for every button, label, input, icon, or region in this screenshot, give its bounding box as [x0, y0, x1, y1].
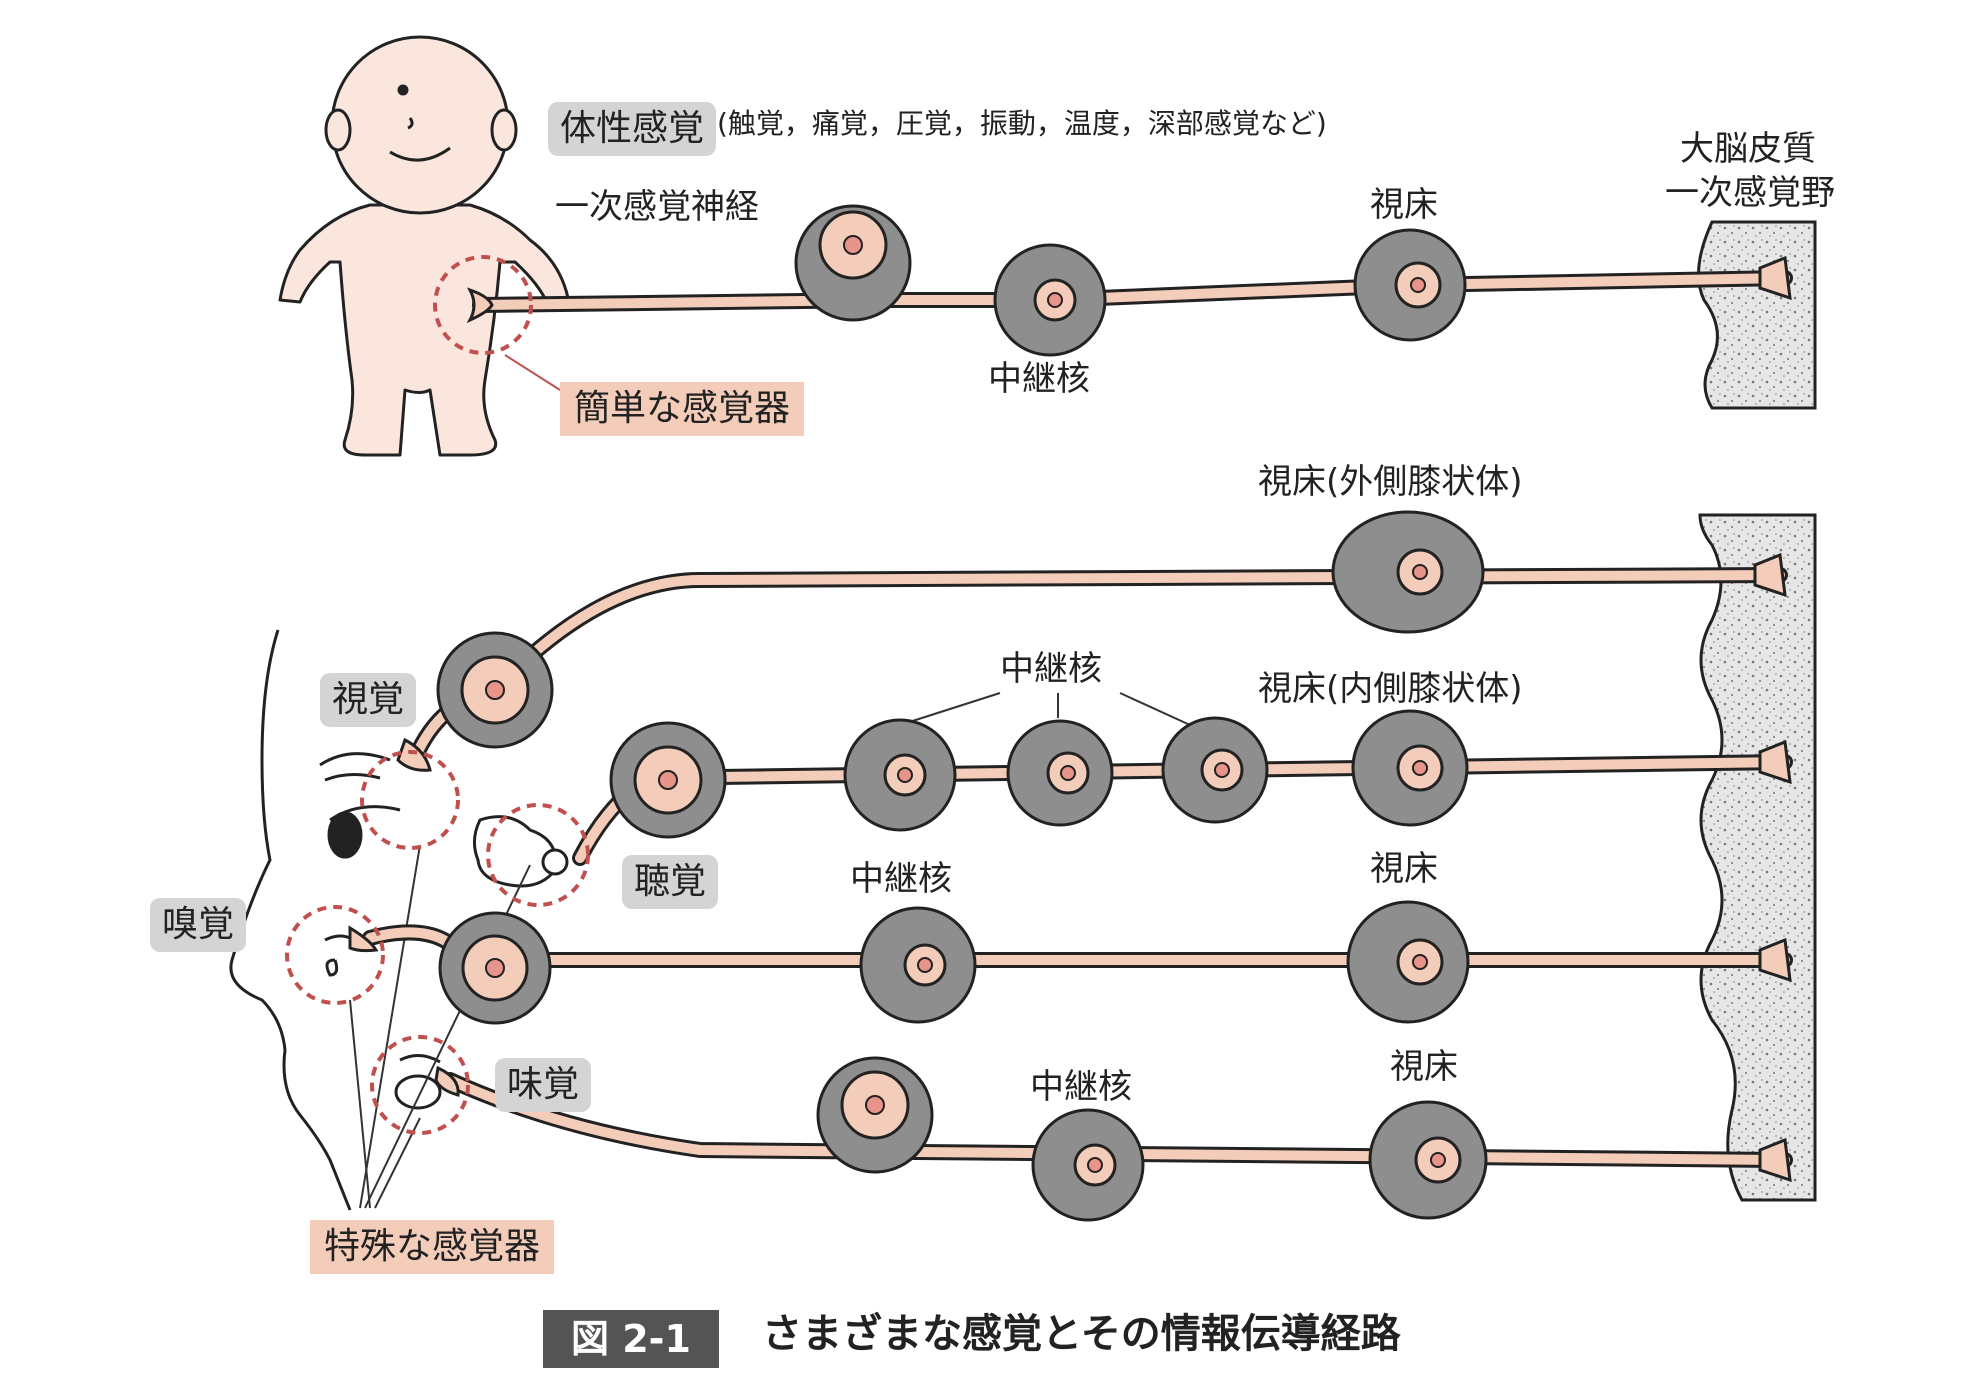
- vision-label-badge: 視覚: [320, 673, 417, 727]
- special-receptor-pointers: [349, 844, 531, 1209]
- taste-relay-nucleus: [1031, 1108, 1145, 1222]
- axon-terminals: [1753, 255, 1792, 1183]
- neuron-nuclei: [436, 204, 1488, 1222]
- simple-receptor-circle: [433, 255, 533, 355]
- ear-receptor-circle: [486, 803, 590, 907]
- somatic-relay-label: 中継核: [988, 359, 1090, 399]
- hearing-relay-nucleus-2: [1006, 719, 1114, 827]
- hearing-thalamus: [1351, 709, 1469, 827]
- somatic-subtitle: (触覚，痛覚，圧覚，振動，温度，深部感覚など): [717, 107, 1327, 140]
- cortex-label-line2: 一次感覚野: [1665, 173, 1835, 213]
- special-receptor-label: 特殊な感覚器: [310, 1220, 555, 1274]
- taste-thalamus: [1368, 1100, 1488, 1220]
- eye-receptor-circle: [360, 750, 460, 850]
- receptor-highlight-circles: [285, 255, 590, 1135]
- face-profile: [229, 629, 352, 1211]
- somatic-relay-nucleus: [993, 243, 1107, 357]
- vision-thalamus: [1331, 510, 1485, 634]
- smell-thalamus-label: 視床: [1370, 849, 1438, 889]
- simple-receptor-pointer: [504, 354, 561, 391]
- figure-number: 図 2-1: [543, 1310, 719, 1368]
- vision-thalamus-label: 視床(外側膝状体): [1258, 462, 1523, 502]
- cortex-strip-top: [1697, 220, 1817, 410]
- hearing-thalamus-label: 視床(内側膝状体): [1258, 669, 1523, 709]
- somatic-title-badge: 体性感覚: [548, 102, 717, 156]
- cortex-strip-bottom: [1698, 513, 1817, 1202]
- taste-thalamus-label: 視床: [1390, 1047, 1458, 1087]
- simple-receptor-label: 簡単な感覚器: [560, 382, 805, 436]
- somatic-thalamus: [1353, 228, 1467, 342]
- smell-primary-ganglion: [438, 911, 552, 1025]
- somatic-thalamus-label: 視床: [1370, 185, 1438, 225]
- hearing-label-badge: 聴覚: [622, 855, 719, 909]
- smell-label-badge: 嗅覚: [150, 898, 247, 952]
- relay-pointer-lines: [899, 692, 1191, 726]
- hearing-relay-nucleus-1: [843, 718, 957, 832]
- taste-label-badge: 味覚: [495, 1058, 592, 1112]
- hearing-relay-label: 中継核: [1000, 649, 1102, 689]
- primary-nerve-label: 一次感覚神経: [555, 187, 759, 227]
- taste-relay-label: 中継核: [1030, 1067, 1132, 1107]
- nose-receptor-circle: [285, 905, 385, 1005]
- vision-primary-ganglion: [436, 631, 554, 749]
- receptor-endings: [348, 287, 494, 1097]
- cortex-label-line1: 大脳皮質: [1680, 129, 1816, 169]
- hearing-primary-ganglion: [609, 721, 727, 839]
- figure-caption: さまざまな感覚とその情報伝導経路: [762, 1311, 1401, 1357]
- smell-relay-label: 中継核: [850, 859, 952, 899]
- smell-relay-nucleus: [859, 906, 977, 1024]
- tongue-receptor-circle: [370, 1035, 470, 1135]
- somatic-primary-ganglion: [794, 204, 912, 322]
- hearing-relay-nucleus-3: [1161, 716, 1269, 824]
- baby-figure: [278, 35, 570, 457]
- baby-face: [389, 84, 451, 162]
- eye-sketch: [319, 752, 401, 859]
- taste-primary-ganglion: [816, 1056, 934, 1174]
- smell-thalamus: [1346, 900, 1470, 1024]
